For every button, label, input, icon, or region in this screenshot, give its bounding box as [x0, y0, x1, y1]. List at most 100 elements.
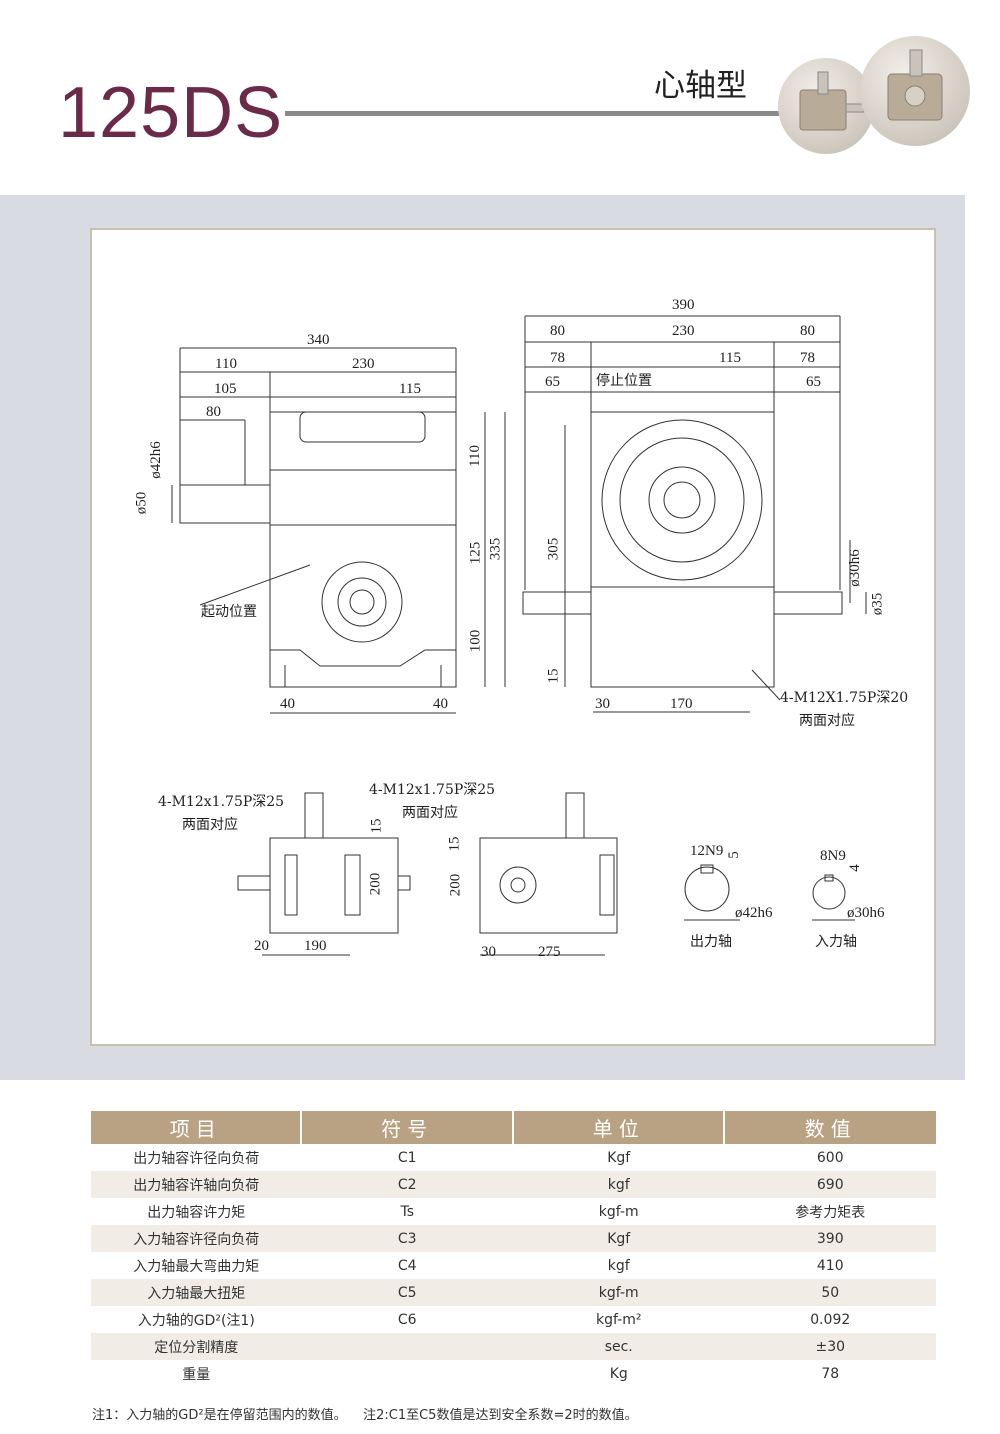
- row-value: 390: [724, 1225, 936, 1252]
- dim-front-bottom-40a: 40: [280, 696, 295, 712]
- product-photo-2: [860, 36, 970, 146]
- input-shaft-key: 8N9: [820, 848, 846, 864]
- row-item: 出力轴容许径向负荷: [133, 1150, 260, 1167]
- label-stop-position: 停止位置: [596, 373, 652, 389]
- dim-bv1-190: 190: [304, 938, 327, 954]
- row-item: 入力轴最大弯曲力矩: [133, 1258, 260, 1275]
- dim-bv2-275: 275: [538, 944, 561, 960]
- output-shaft-label: 出力轴: [690, 934, 732, 950]
- side-note-thread: 4-M12X1.75P深20: [780, 690, 909, 706]
- row-unit: kgf: [607, 1257, 630, 1274]
- header: 125DS 心轴型: [0, 0, 1000, 195]
- table-row: 出力轴容许径向负荷 C1 Kgf 600: [91, 1144, 936, 1171]
- header-item: 项目: [91, 1111, 303, 1144]
- row-symbol: [301, 1333, 513, 1360]
- dim-side-230: 230: [672, 323, 695, 339]
- row-symbol: C4: [397, 1257, 417, 1274]
- row-item: 入力轴最大扭矩: [91, 1279, 302, 1306]
- row-symbol: [301, 1360, 513, 1387]
- bv1-note-thread: 4-M12x1.75P深25: [158, 794, 285, 810]
- dim-side-bottom-30: 30: [595, 696, 610, 712]
- row-item: 出力轴容许轴向负荷: [91, 1171, 302, 1198]
- dim-bv1-200: 200: [367, 872, 384, 896]
- product-photo-1: [778, 58, 874, 154]
- row-value: 0.092: [810, 1311, 851, 1328]
- header-unit: 单位: [512, 1111, 726, 1144]
- dim-front-right-100: 100: [467, 629, 484, 653]
- row-symbol: Ts: [400, 1203, 414, 1220]
- row-unit: Kgf: [607, 1149, 631, 1166]
- row-symbol: C6: [397, 1311, 417, 1328]
- product-photo-icon: [799, 71, 865, 131]
- spec-table: 项目 符号 单位 数值 出力轴容许径向负荷 C1 Kgf 600 出力轴容许轴向…: [91, 1111, 936, 1387]
- dim-front-115: 115: [399, 381, 421, 397]
- dim-side-78b: 78: [800, 350, 815, 366]
- row-symbol: C2: [301, 1171, 513, 1198]
- row-value: 参考力矩表: [795, 1204, 866, 1221]
- subtitle: 心轴型: [654, 68, 747, 104]
- row-value: 600: [816, 1149, 844, 1166]
- bottom-view-1: [237, 792, 411, 956]
- row-unit: kgf-m: [512, 1279, 725, 1306]
- bv1-note-both-sides: 两面对应: [182, 817, 238, 833]
- dim-front-right-125: 125: [467, 541, 484, 565]
- dim-front-right-335: 335: [487, 537, 504, 561]
- dim-side-dia30: ø30h6: [846, 549, 863, 587]
- header-rule: [285, 111, 785, 116]
- row-unit: kgf-m²: [596, 1311, 642, 1328]
- table-row: 入力轴的GD²(注1) C6 kgf-m² 0.092: [91, 1306, 936, 1333]
- row-symbol: C5: [301, 1279, 513, 1306]
- header-symbol: 符号: [301, 1111, 514, 1144]
- input-shaft-depth: 4: [846, 864, 863, 872]
- header-value: 数值: [724, 1111, 936, 1144]
- bv2-note-thread: 4-M12x1.75P深25: [369, 782, 496, 798]
- row-unit: Kgf: [512, 1225, 725, 1252]
- input-shaft-dia: ø30h6: [847, 905, 885, 921]
- dim-side-65b: 65: [806, 374, 821, 390]
- dim-side-390: 390: [672, 297, 695, 313]
- row-item: 定位分割精度: [91, 1333, 302, 1360]
- side-view: [522, 315, 867, 713]
- dim-side-305: 305: [545, 537, 562, 561]
- shaft-sections: [684, 864, 855, 921]
- dim-side-65a: 65: [545, 374, 560, 390]
- row-value: 410: [816, 1257, 844, 1274]
- bottom-view-2: [479, 792, 618, 956]
- table-row: 入力轴最大扭矩 C5 kgf-m 50: [91, 1279, 936, 1306]
- dim-front-80: 80: [206, 404, 221, 420]
- row-unit: Kg: [609, 1365, 628, 1382]
- row-unit: sec.: [512, 1333, 725, 1360]
- dim-side-bottom-170: 170: [670, 696, 693, 712]
- row-symbol: C3: [301, 1225, 513, 1252]
- row-item: 入力轴容许径向负荷: [91, 1225, 302, 1252]
- dim-front-105: 105: [214, 381, 237, 397]
- dim-front-230: 230: [352, 356, 375, 372]
- footnotes: 注1：入力轴的GD²是在停留范围内的数值。 注2:C1至C5数值是达到安全系数=…: [92, 1404, 638, 1423]
- output-shaft-key: 12N9: [690, 843, 724, 859]
- row-item: 出力轴容许力矩: [147, 1204, 246, 1221]
- dim-side-115: 115: [719, 350, 741, 366]
- row-item: 重量: [182, 1366, 211, 1383]
- row-value: 690: [724, 1171, 936, 1198]
- dim-bv1-15: 15: [368, 818, 385, 834]
- label-start-position: 起动位置: [201, 604, 257, 620]
- dim-side-80b: 80: [800, 323, 815, 339]
- dim-front-dia42: ø42h6: [147, 441, 164, 479]
- footnote-2: 注2:C1至C5数值是达到安全系数=2时的数值。: [363, 1408, 638, 1423]
- input-shaft-label: 入力轴: [815, 934, 857, 950]
- dim-bv2-15: 15: [446, 836, 463, 852]
- dim-front-bottom-40b: 40: [433, 696, 448, 712]
- output-shaft-depth: 5: [725, 851, 742, 859]
- row-value: ±30: [724, 1333, 936, 1360]
- dim-bv2-30: 30: [481, 944, 496, 960]
- row-symbol: C1: [397, 1149, 417, 1166]
- dim-bv1-20: 20: [254, 938, 269, 954]
- product-photo-icon: [887, 49, 943, 121]
- dim-front-right-110: 110: [466, 445, 483, 467]
- table-row: 重量 Kg 78: [91, 1360, 936, 1387]
- front-view: [171, 347, 506, 714]
- dim-front-dia50: ø50: [133, 491, 150, 515]
- table-row: 出力轴容许力矩 Ts kgf-m 参考力矩表: [91, 1198, 936, 1225]
- table-row: 定位分割精度 sec. ±30: [91, 1333, 936, 1360]
